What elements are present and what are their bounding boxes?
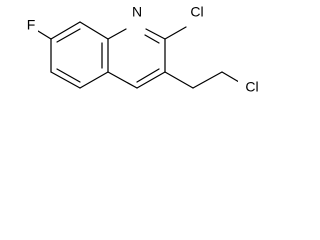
atom-f: F bbox=[24, 17, 38, 42]
bond-c6-c5-inner bbox=[56, 68, 81, 83]
atom-label-f: F bbox=[27, 17, 36, 33]
bond-n1-c2 bbox=[145, 28, 166, 40]
atom-cl-chain: Cl bbox=[238, 78, 266, 96]
bond-n1-c2-inner bbox=[144, 34, 160, 44]
chemical-structure-diagram: F N Cl Cl bbox=[24, 4, 266, 96]
bond-c5-c4a bbox=[79, 71, 109, 89]
bond-c8-c7-inner bbox=[56, 28, 81, 43]
atom-label-cl-ring: Cl bbox=[190, 4, 203, 20]
atom-cl-ring: Cl bbox=[184, 4, 210, 25]
bond-c8a-n1 bbox=[107, 28, 127, 40]
atom-n: N bbox=[129, 4, 145, 24]
bond-c4-c4a bbox=[107, 71, 138, 89]
bond-c3-ch2 bbox=[164, 71, 194, 89]
bond-c3-c4-inner bbox=[136, 68, 160, 83]
bond-c6-c5 bbox=[50, 71, 81, 89]
atom-label-n: N bbox=[132, 4, 142, 20]
bond-c8-c7 bbox=[50, 21, 81, 40]
bond-c3-c4 bbox=[136, 71, 166, 89]
bond-ch2-ch2 bbox=[192, 71, 223, 89]
bond-c2-cl bbox=[164, 26, 187, 40]
bond-ch2-cl bbox=[221, 71, 240, 83]
atom-label-cl-chain: Cl bbox=[245, 79, 258, 95]
bond-c8a-c8 bbox=[79, 21, 109, 40]
bond-c7-f bbox=[37, 30, 52, 40]
